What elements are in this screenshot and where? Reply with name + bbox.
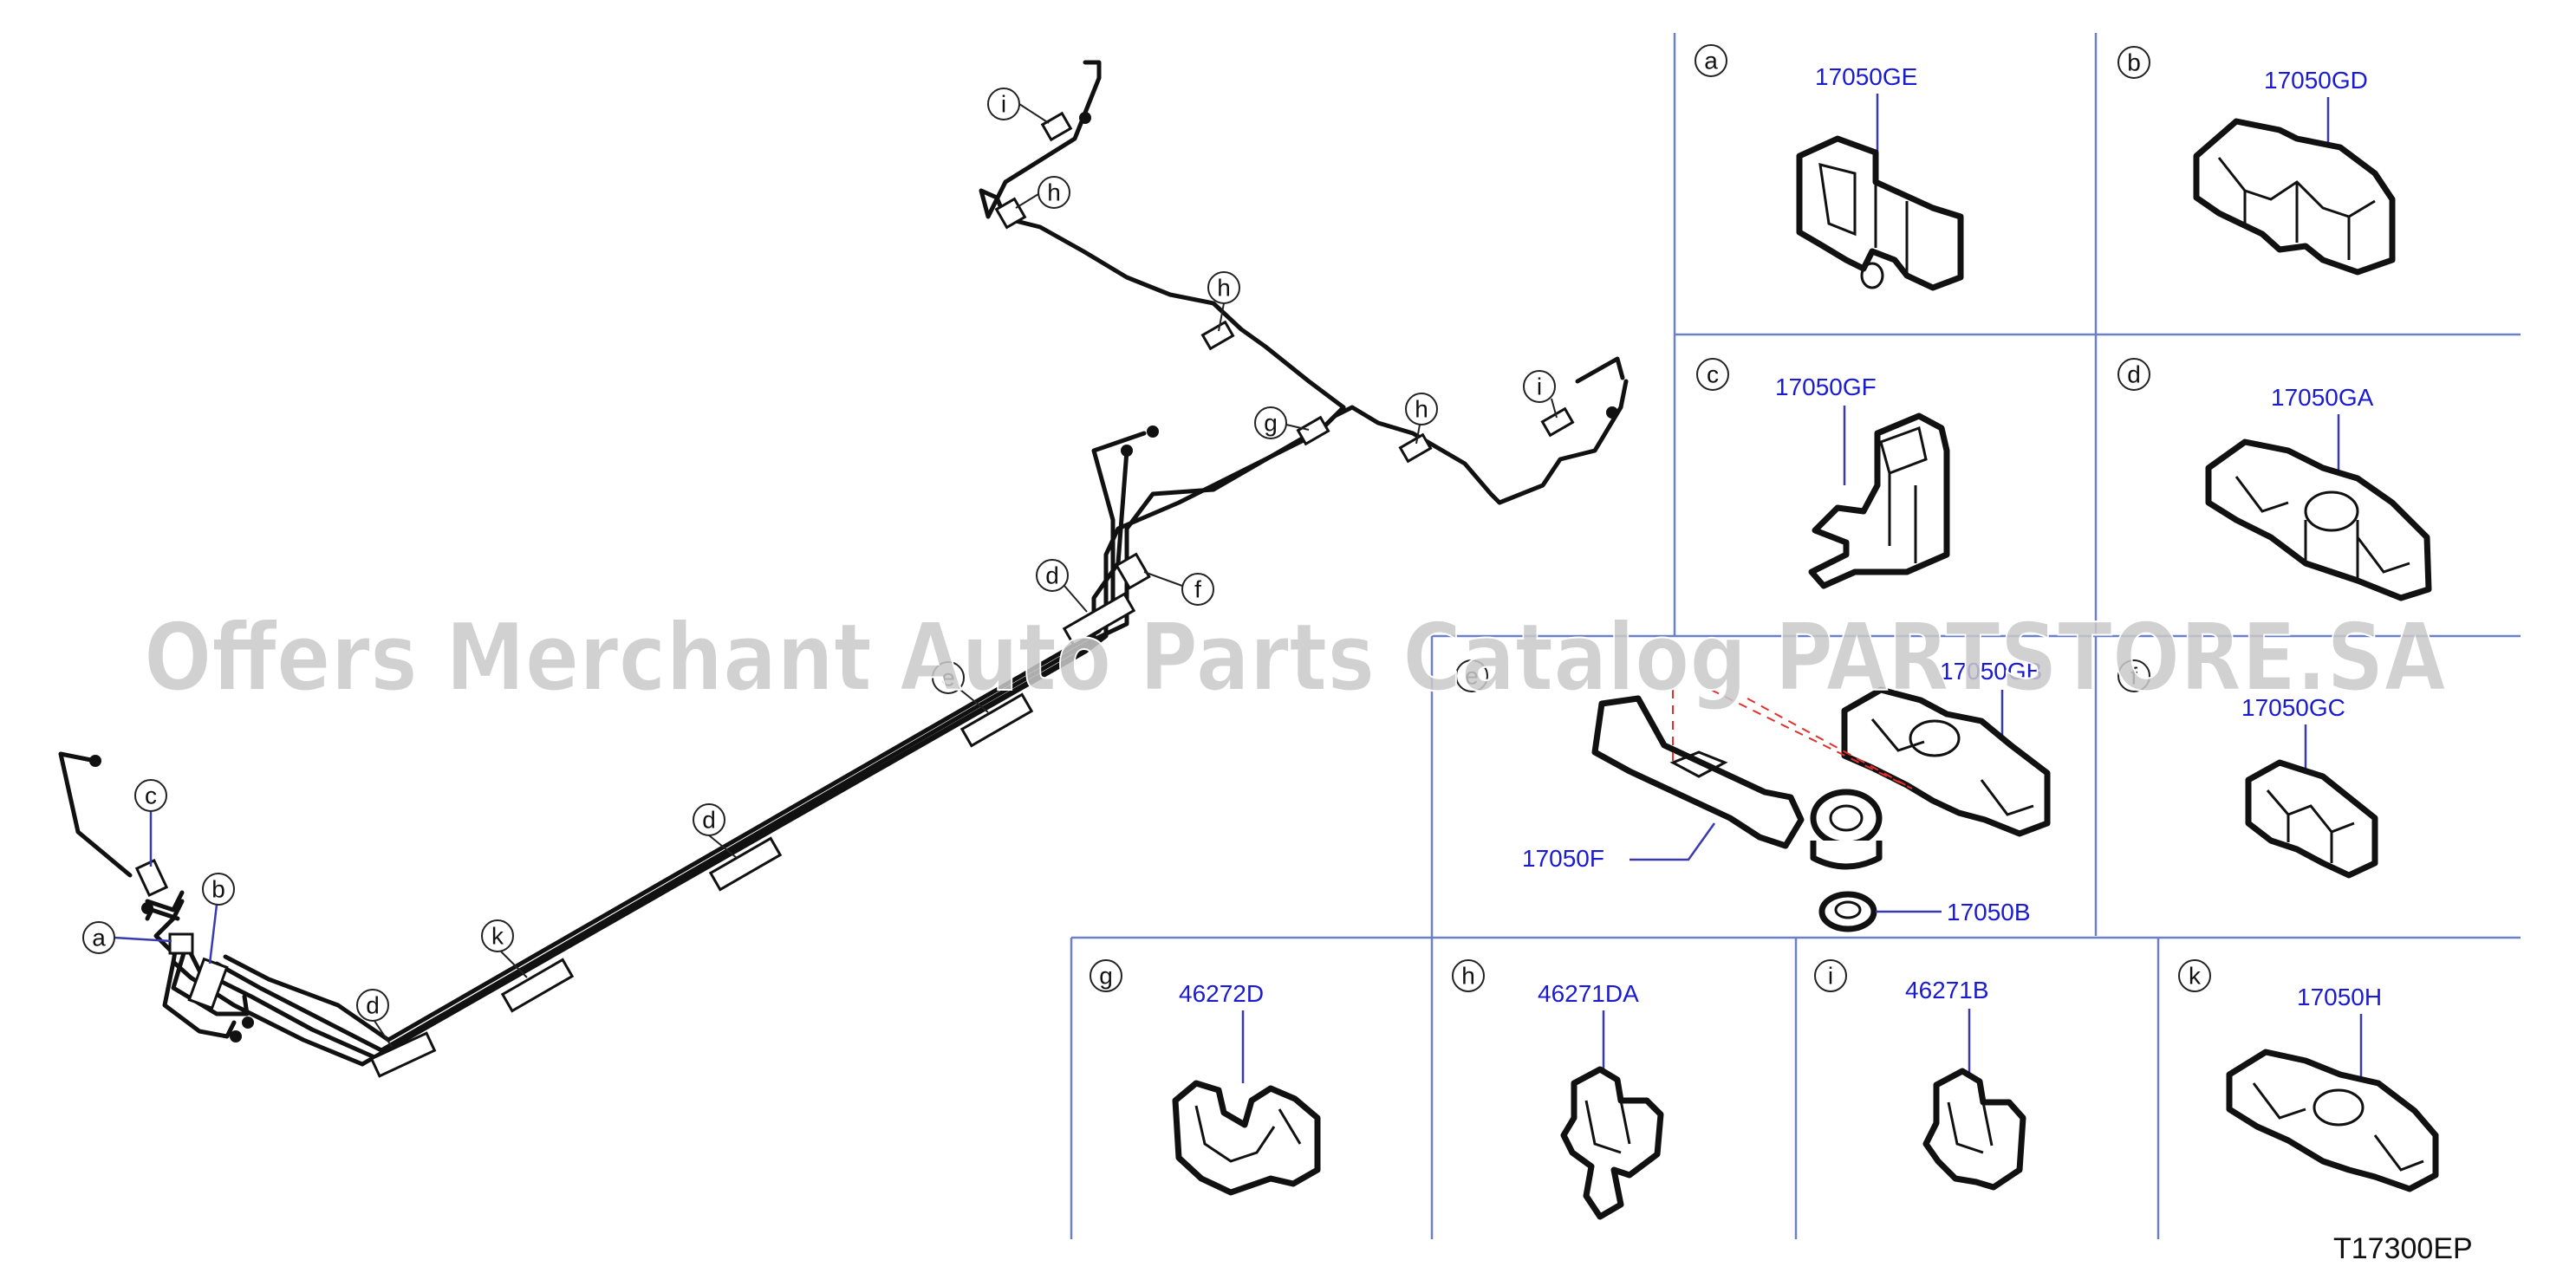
- brake-lines: [58, 60, 1629, 1067]
- svg-text:i: i: [1828, 963, 1833, 990]
- svg-text:h: h: [1415, 396, 1428, 423]
- callout-main-g: g: [1254, 406, 1310, 439]
- svg-text:k: k: [491, 923, 504, 950]
- svg-text:c: c: [1707, 361, 1719, 388]
- panel-h: h 46271DA: [1452, 959, 1664, 1220]
- clip-46271B-shape: [1922, 1068, 2026, 1191]
- panel-grid: [1070, 33, 2521, 1239]
- part-number-17050F: 17050F: [1522, 845, 1604, 872]
- svg-text:b: b: [2127, 49, 2141, 76]
- svg-text:h: h: [1217, 275, 1231, 302]
- pipe-clips: [134, 111, 1575, 1078]
- part-number-46271DA: 46271DA: [1538, 980, 1639, 1007]
- svg-text:h: h: [1461, 963, 1475, 990]
- svg-text:d: d: [2127, 361, 2141, 388]
- panel-e-letter: e: [1455, 659, 1488, 692]
- panel-k: k 17050H: [2178, 959, 2439, 1192]
- panel-f: f 17050GC: [2117, 659, 2378, 879]
- panel-i-letter: i: [1814, 959, 1847, 992]
- svg-text:a: a: [1704, 48, 1718, 75]
- svg-text:b: b: [211, 876, 225, 903]
- panel-e: e 17050GB 17050F 17050B: [1455, 658, 2051, 932]
- svg-text:f: f: [2130, 663, 2137, 690]
- clip-46272D-shape: [1172, 1080, 1321, 1196]
- svg-text:f: f: [1194, 576, 1201, 603]
- clip-17050GC-shape: [2245, 759, 2378, 879]
- svg-text:k: k: [2189, 963, 2202, 990]
- part-number-46271B: 46271B: [1905, 977, 1989, 1003]
- svg-text:a: a: [92, 925, 106, 952]
- callout-main-d-mid: d: [693, 803, 738, 859]
- watermark: Offers Merchant Auto Parts Catalog PARTS…: [144, 604, 2446, 712]
- svg-text:g: g: [1264, 410, 1278, 437]
- callout-main-d-upper: d: [1036, 559, 1088, 613]
- clip-17050H-shape: [2226, 1049, 2439, 1192]
- panel-f-letter: f: [2117, 659, 2150, 692]
- part-number-17050GD: 17050GD: [2264, 67, 2368, 94]
- part-number-17050H: 17050H: [2297, 984, 2382, 1010]
- callout-main-h-right: h: [1405, 393, 1438, 445]
- panel-a: a 17050GE: [1695, 44, 1964, 291]
- drawing-code: T17300EP: [2333, 1232, 2473, 1265]
- part-number-46272D: 46272D: [1179, 980, 1264, 1007]
- collar-shape: [1810, 789, 1883, 870]
- panel-h-letter: h: [1452, 959, 1485, 992]
- panel-b-letter: b: [2117, 46, 2150, 79]
- callout-main-b: b: [202, 873, 235, 964]
- clip-17050GA-shape: [2205, 438, 2432, 601]
- callout-main-h-top: h: [1015, 176, 1070, 209]
- callout-main-i-right: i: [1523, 370, 1558, 419]
- panel-d-letter: d: [2117, 358, 2150, 391]
- svg-text:d: d: [702, 807, 716, 834]
- clip-46271DA-shape: [1560, 1066, 1664, 1220]
- svg-text:e: e: [1465, 663, 1479, 690]
- callout-main-c: c: [134, 779, 167, 867]
- panel-d: d 17050GA: [2117, 358, 2432, 601]
- callout-main-a: a: [82, 921, 172, 954]
- callout-main-f: f: [1143, 571, 1214, 606]
- panel-i: i 46271B: [1814, 959, 2026, 1191]
- callout-main-k: k: [481, 919, 528, 978]
- part-number-17050GF: 17050GF: [1775, 373, 1877, 400]
- bracket-17050F-shape: [1591, 695, 1805, 849]
- callout-main-d-lower: d: [356, 989, 393, 1048]
- part-number-17050B: 17050B: [1947, 899, 2031, 926]
- callout-main-e: e: [932, 661, 989, 713]
- svg-text:h: h: [1047, 179, 1061, 206]
- part-number-17050GA: 17050GA: [2271, 384, 2374, 411]
- part-number-17050GB: 17050GB: [1940, 658, 2042, 685]
- panel-k-letter: k: [2178, 959, 2211, 992]
- part-number-17050GE: 17050GE: [1815, 63, 1917, 90]
- panel-g-letter: g: [1090, 959, 1122, 992]
- svg-text:i: i: [1537, 373, 1542, 400]
- panel-b: b 17050GD: [2117, 46, 2396, 276]
- clip-17050GF-shape: [1808, 412, 1950, 589]
- svg-text:g: g: [1099, 963, 1113, 990]
- panel-c: c 17050GF: [1696, 358, 1950, 589]
- svg-text:i: i: [1001, 91, 1006, 118]
- panel-a-letter: a: [1695, 44, 1727, 77]
- clip-17050GE-shape: [1796, 135, 1964, 291]
- part-number-17050GC: 17050GC: [2241, 694, 2345, 721]
- svg-text:c: c: [145, 783, 157, 809]
- panel-c-letter: c: [1696, 358, 1729, 391]
- svg-text:e: e: [941, 665, 955, 692]
- svg-text:d: d: [1045, 562, 1059, 589]
- panel-g: g 46272D: [1090, 959, 1321, 1196]
- clip-17050GD-shape: [2193, 118, 2396, 276]
- svg-text:d: d: [366, 992, 380, 1019]
- grommet-17050B-shape: [1818, 891, 1877, 932]
- callout-main-i-top: i: [987, 88, 1050, 124]
- callout-main-h-mid: h: [1207, 271, 1240, 332]
